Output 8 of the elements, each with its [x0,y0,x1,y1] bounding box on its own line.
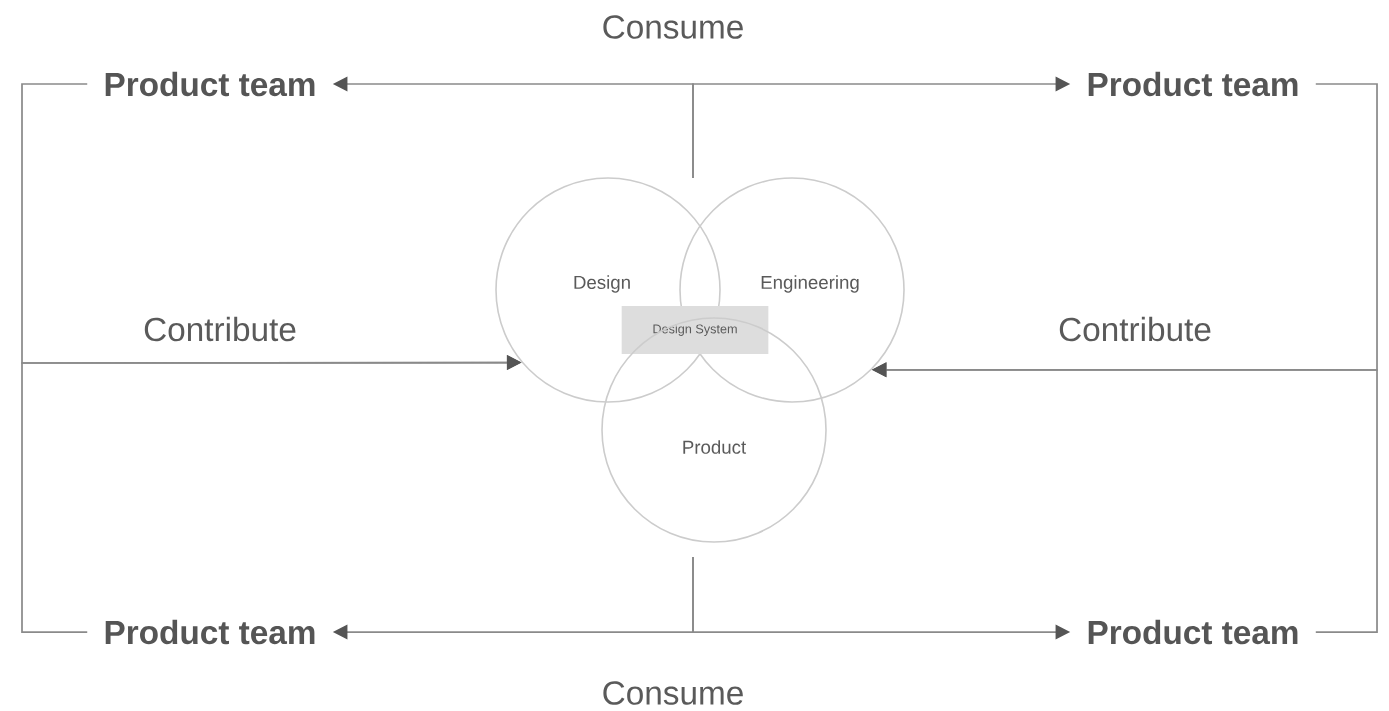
team-label: Product team [105,619,315,645]
team-label: Product team [1088,619,1298,645]
flow-label: Contribute [144,316,296,342]
flow-label: Consume [603,15,743,39]
team-label: Product team [105,71,315,97]
flow-label: Consume [603,681,743,705]
flow-label: Contribute [1059,316,1211,342]
team-label: Product team [1088,71,1298,97]
